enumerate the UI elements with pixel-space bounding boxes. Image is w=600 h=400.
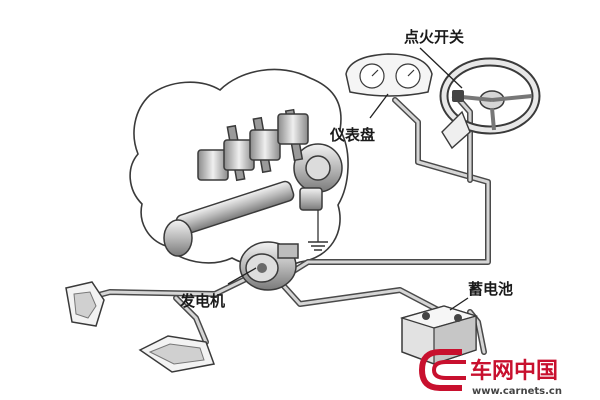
watermark-brand: 车网中国 — [470, 358, 558, 384]
leader-ignition-switch — [419, 47, 463, 89]
piston — [249, 129, 281, 161]
leader-battery — [449, 297, 469, 311]
label-instrument-panel: 仪表盘 — [329, 126, 375, 144]
engine-internals — [163, 108, 343, 257]
instrument-panel — [345, 53, 433, 97]
engine-sensor — [299, 187, 323, 211]
label-ignition-switch: 点火开关 — [404, 28, 464, 46]
generator — [239, 241, 299, 291]
steering-wheel — [439, 57, 541, 150]
leader-generator — [227, 267, 257, 285]
piston — [277, 113, 309, 145]
carnets-logo-icon — [418, 349, 466, 391]
watermark-url: www.carnets.cn — [472, 386, 562, 397]
leader-instrument-panel — [369, 93, 389, 119]
ignition-switch — [452, 90, 464, 102]
battery — [399, 305, 479, 365]
label-battery: 蓄电池 — [468, 280, 513, 298]
ground-symbol — [308, 241, 328, 251]
carnets-watermark: 车网中国 www.carnets.cn — [418, 349, 562, 397]
label-generator: 发电机 — [179, 292, 225, 310]
headlights — [65, 281, 216, 373]
